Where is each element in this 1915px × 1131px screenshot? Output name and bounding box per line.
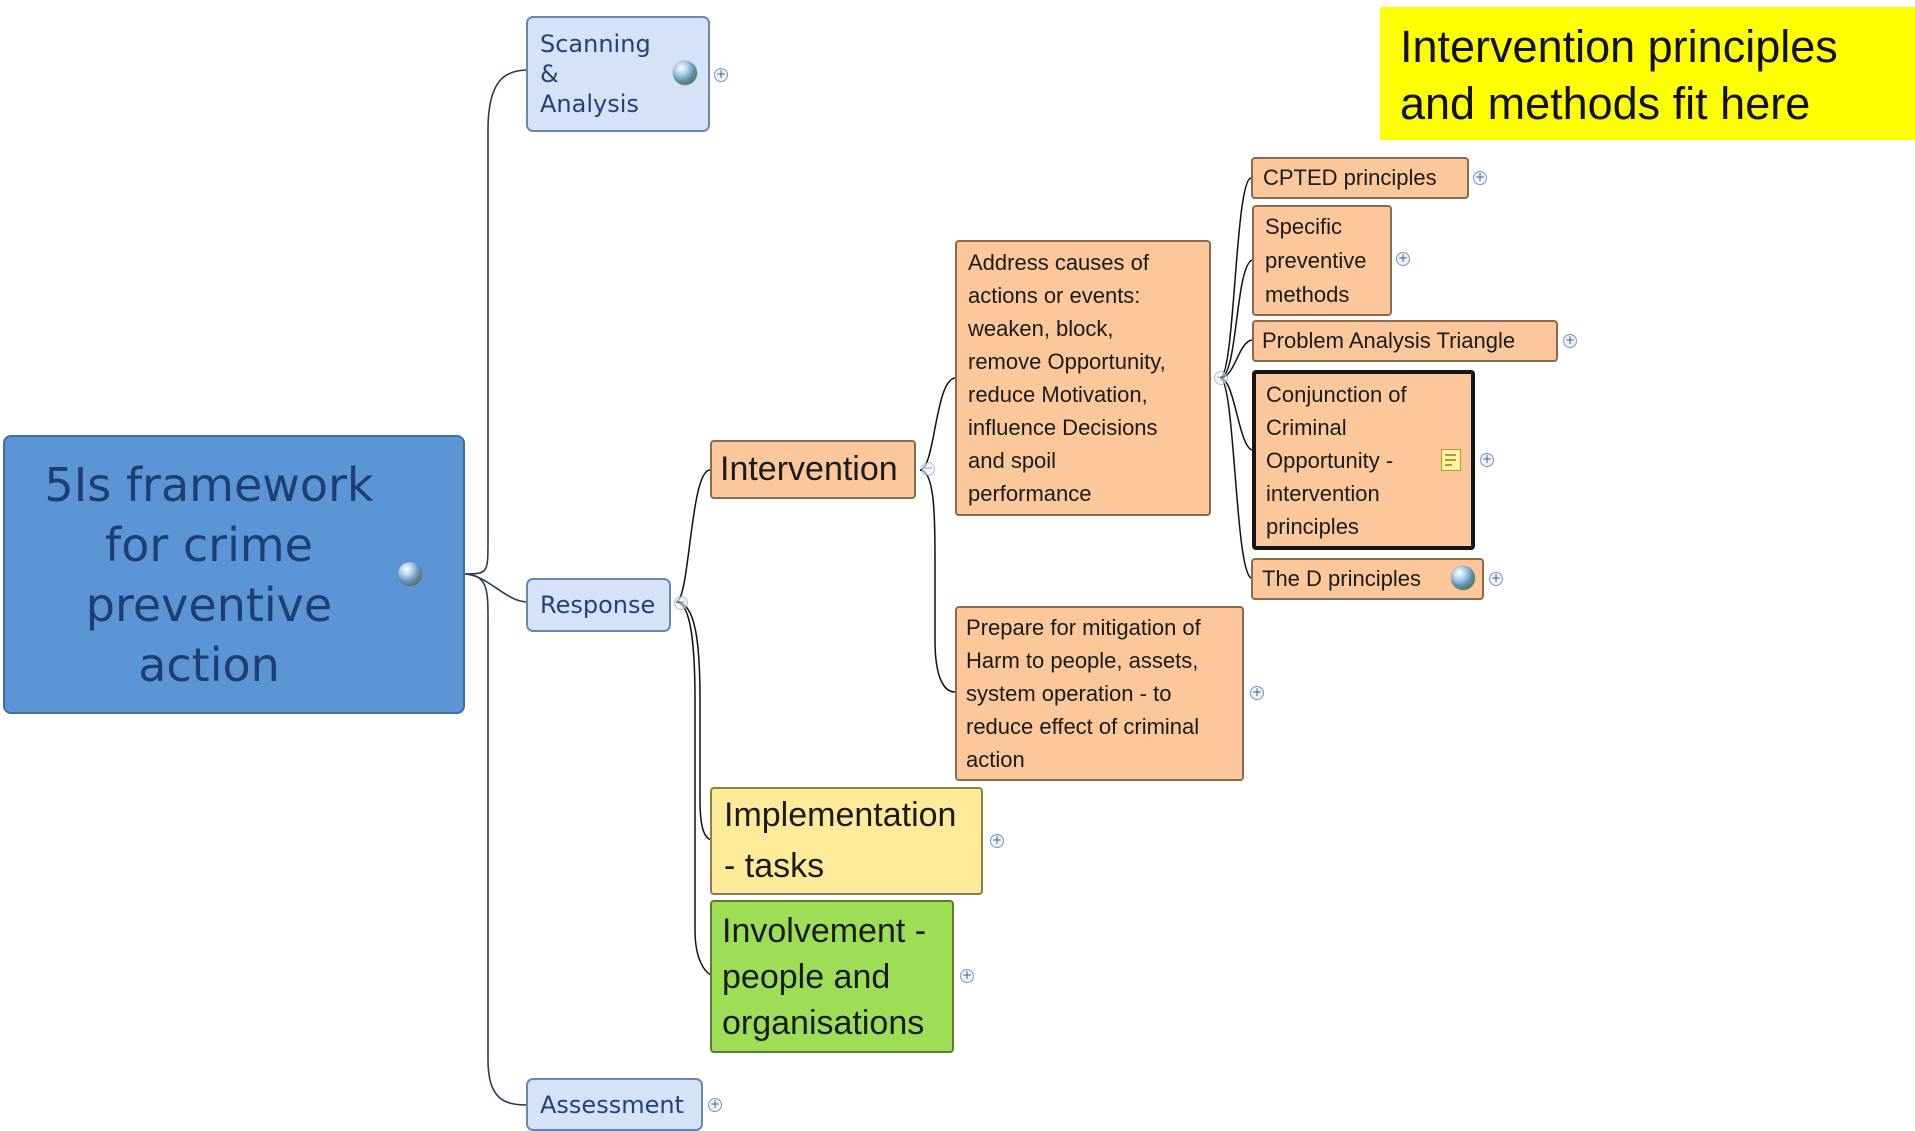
topic-d-principles[interactable]: The D principles [1251,558,1484,600]
topic-specific-preventive-methods-label: Specific preventive methods [1265,213,1367,307]
connector-response-involvement [675,601,712,976]
connector-root-assessment [462,573,529,1106]
topic-involvement-label: Involvement - people and organisations [722,911,927,1042]
topic-prepare-mitigation[interactable]: Prepare for mitigation of Harm to people… [955,606,1244,781]
topic-intervention[interactable]: Intervention [710,440,916,499]
topic-cpted-principles-label: CPTED principles [1263,165,1437,190]
topic-address-causes[interactable]: Address causes of actions or events: wea… [955,240,1211,516]
globe-icon [1451,566,1475,590]
globe-icon [398,562,422,586]
topic-problem-analysis-triangle-label: Problem Analysis Triangle [1262,328,1516,353]
connector-root-scanning [462,69,529,575]
topic-problem-analysis-triangle[interactable]: Problem Analysis Triangle [1252,320,1558,362]
expand-toggle-icon[interactable]: + [1473,170,1487,185]
callout-note: Intervention principles and methods fit … [1380,7,1915,140]
connector-response-implementation [675,601,712,841]
collapse-toggle-icon[interactable]: − [921,461,935,476]
topic-involvement[interactable]: Involvement - people and organisations [710,900,954,1053]
topic-response-label: Response [540,591,656,619]
connector-response-intervention [675,469,711,603]
topic-conjunction-criminal-opportunity[interactable]: Conjunction of Criminal Opportunity - in… [1252,370,1475,550]
topic-implementation-tasks[interactable]: Implementation - tasks [710,787,983,895]
root-topic-label: 5Is framework for crime preventive actio… [44,457,374,692]
expand-toggle-icon[interactable]: + [960,968,974,983]
connector-root-response [462,573,529,603]
expand-toggle-icon[interactable]: + [1480,452,1494,467]
expand-toggle-icon[interactable]: + [1489,571,1503,586]
connector-intervention-address [919,377,956,471]
topic-intervention-label: Intervention [720,450,898,488]
root-topic[interactable]: 5Is framework for crime preventive actio… [3,435,465,714]
expand-toggle-icon[interactable]: + [1563,333,1577,348]
collapse-toggle-icon[interactable]: − [1214,370,1228,385]
topic-implementation-tasks-label: Implementation - tasks [724,796,957,885]
topic-prepare-mitigation-label: Prepare for mitigation of Harm to people… [966,615,1201,772]
topic-scanning-analysis-label: Scanning & Analysis [540,30,651,118]
connector-intervention-prepare [919,469,956,693]
connector-address-dprinciples [1219,377,1252,579]
connector-address-conjunction [1219,377,1253,451]
topic-d-principles-label: The D principles [1262,566,1421,591]
note-icon [1441,449,1461,471]
expand-toggle-icon[interactable]: + [990,833,1004,848]
topic-response[interactable]: Response [526,578,671,632]
topic-conjunction-label: Conjunction of Criminal Opportunity - in… [1266,381,1407,539]
collapse-toggle-icon[interactable]: − [674,595,688,610]
topic-address-causes-label: Address causes of actions or events: wea… [968,250,1166,506]
topic-cpted-principles[interactable]: CPTED principles [1251,157,1469,199]
topic-specific-preventive-methods[interactable]: Specific preventive methods [1252,205,1392,316]
expand-toggle-icon[interactable]: + [708,1097,722,1112]
expand-toggle-icon[interactable]: + [1250,685,1264,700]
expand-toggle-icon[interactable]: + [1396,251,1410,266]
topic-assessment-label: Assessment [540,1090,684,1119]
globe-icon [673,61,697,85]
topic-assessment[interactable]: Assessment [526,1078,703,1131]
connector-address-cpted [1219,177,1252,379]
expand-toggle-icon[interactable]: + [714,67,728,82]
